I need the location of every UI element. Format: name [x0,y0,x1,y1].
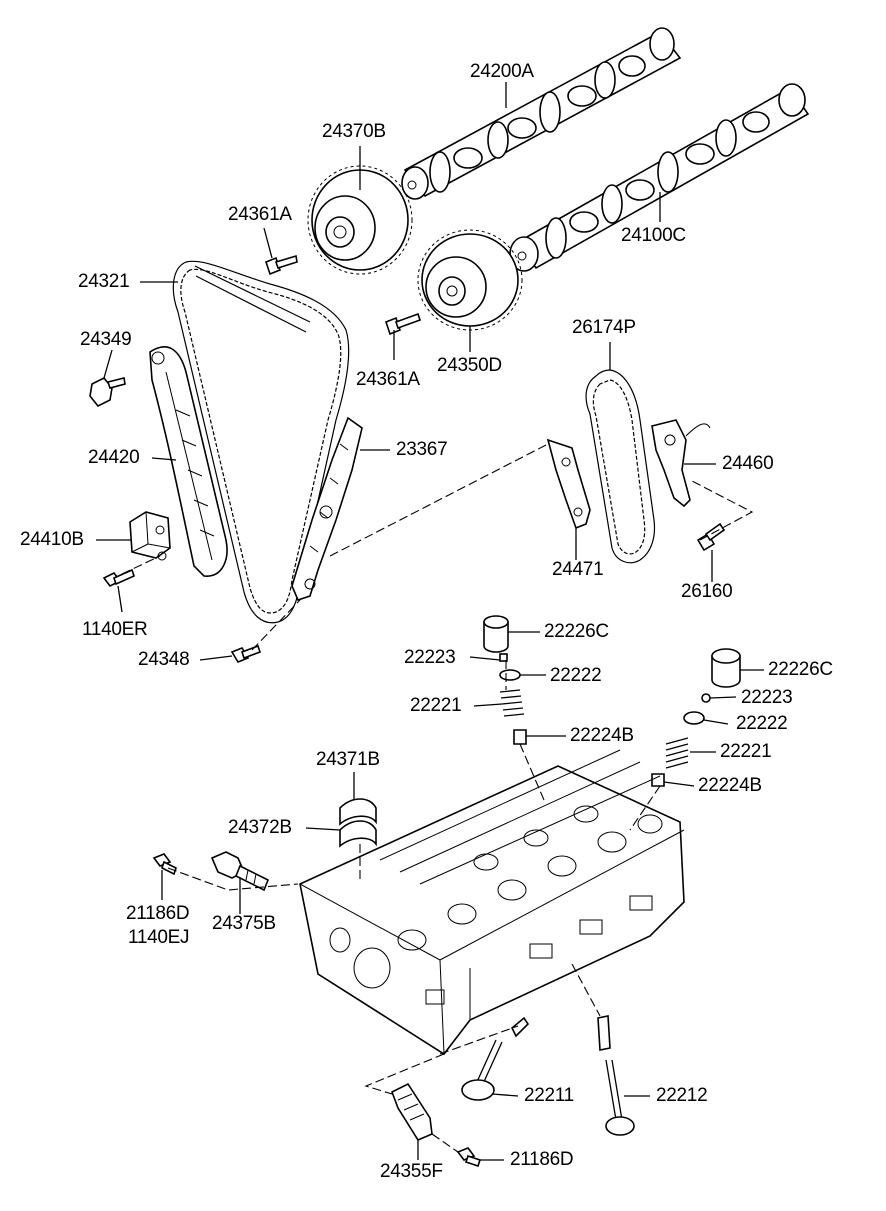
bearing-cap-24371b [339,798,377,826]
label-26160: 26160 [681,581,733,602]
label-26174p: 26174P [572,317,636,338]
label-22226c-right: 22226C [768,659,833,680]
valve-train-right [651,648,741,787]
cylinder-head [299,749,685,1056]
label-21186d-upper: 21186D [126,903,190,924]
label-22221-left: 22221 [410,695,462,716]
leader-lines [96,82,764,1161]
bolt-24361a-top [265,254,298,276]
valve-22211 [461,1016,530,1101]
chain-guide-24471 [546,438,591,530]
chain-guide-24420 [149,346,228,577]
bolt-21186d-lower [456,1147,482,1168]
oil-control-valve-24355f [390,1082,433,1142]
label-22224b-left: 22224B [570,725,634,746]
chain-guide-23367 [291,416,363,601]
label-24100c: 24100C [621,225,686,246]
label-22221-right: 22221 [720,741,772,762]
bolt-1140er [102,568,135,588]
label-24350d: 24350D [437,355,502,376]
tensioner-24410b [129,511,171,561]
label-22212: 22212 [656,1085,708,1106]
label-24420: 24420 [88,447,140,468]
sensor-21186d-upper [152,853,177,876]
label-1140ej: 1140EJ [128,927,190,948]
label-24372b: 24372B [228,817,292,838]
camshaft-24200a [401,27,682,200]
cam-sprocket-24350d [417,229,523,331]
bolt-24348 [230,644,262,663]
label-22222-right: 22222 [736,713,788,734]
label-24349: 24349 [80,329,132,350]
label-22224b-right: 22224B [698,775,762,796]
bolt-26160 [696,522,726,552]
label-23367: 23367 [396,439,448,460]
timing-chain-24321 [172,260,350,624]
label-21186d-lower: 21186D [510,1149,574,1170]
valve-22212 [597,1015,635,1136]
label-24460: 24460 [722,453,774,474]
label-24361a-top: 24361A [228,204,292,225]
label-22211: 22211 [524,1085,574,1106]
label-24371b: 24371B [316,749,380,770]
bolt-24361a-bottom [385,312,422,336]
label-24200a: 24200A [470,61,534,82]
valve-train-left [483,615,527,745]
label-1140er: 1140ER [82,619,148,640]
cam-sprocket-24370b [307,165,413,275]
assembly-lines [121,443,754,1153]
label-24321: 24321 [78,271,130,292]
label-24410b: 24410B [20,529,84,550]
label-22223-right: 22223 [741,687,793,708]
label-24348: 24348 [138,649,190,670]
label-24361a-bottom: 24361A [356,369,420,390]
label-24370b: 24370B [322,121,386,142]
oil-control-valve-24375b [210,851,270,892]
label-24471: 24471 [552,559,604,580]
oil-pump-chain-26174p [585,369,656,564]
camshaft-24100c [509,83,810,272]
label-22226c-left: 22226C [544,621,609,642]
bolt-24349 [89,376,126,408]
bearing-cap-24372b [339,820,377,848]
label-24375b: 24375B [212,913,276,934]
label-24355f: 24355F [380,1161,443,1182]
label-22222-left: 22222 [550,665,602,686]
label-22223-left: 22223 [404,647,456,668]
tensioner-arm-24460 [651,419,711,508]
